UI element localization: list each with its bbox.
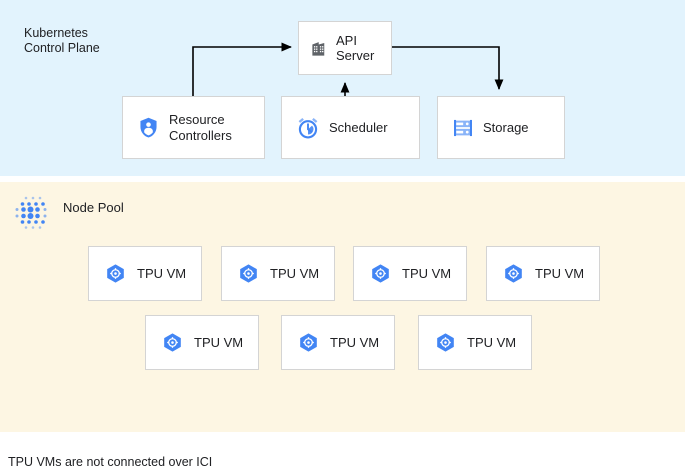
tpu-vm-box[interactable]: TPU VM: [145, 315, 259, 370]
tpu-vm-box[interactable]: TPU VM: [221, 246, 335, 301]
tpu-vm-label: TPU VM: [137, 265, 187, 281]
tpu-hexagon-gear-icon: [505, 264, 522, 283]
tpu-hexagon-gear-icon: [437, 333, 454, 352]
tpu-hexagon-gear-icon: [372, 264, 389, 283]
tpu-vm-label: TPU VM: [467, 334, 517, 350]
tpu-vm-label: TPU VM: [330, 334, 380, 350]
node-pool-title: Node Pool: [63, 200, 124, 215]
server-rack-icon: [454, 119, 472, 136]
api-server-box[interactable]: API Server: [298, 21, 392, 75]
tpu-hexagon-gear-icon: [300, 333, 317, 352]
tpu-vm-label: TPU VM: [194, 334, 244, 350]
storage-box[interactable]: Storage: [437, 96, 565, 159]
resource-controllers-box[interactable]: Resource Controllers: [122, 96, 265, 159]
building-icon: [312, 41, 325, 56]
api-server-label: API Server: [336, 32, 375, 64]
alarm-clock-icon: [298, 117, 318, 138]
tpu-vm-box[interactable]: TPU VM: [88, 246, 202, 301]
shield-person-icon: [140, 117, 157, 138]
tpu-vm-box[interactable]: TPU VM: [281, 315, 395, 370]
control-plane-title: Kubernetes Control Plane: [24, 26, 100, 55]
tpu-hexagon-gear-icon: [107, 264, 124, 283]
tpu-vm-box[interactable]: TPU VM: [486, 246, 600, 301]
node-pool-panel: [0, 182, 685, 432]
resource-controllers-label: Resource Controllers: [169, 112, 232, 143]
tpu-hexagon-gear-icon: [240, 264, 257, 283]
scheduler-box[interactable]: Scheduler: [281, 96, 420, 159]
tpu-vm-label: TPU VM: [270, 265, 320, 281]
scheduler-label: Scheduler: [329, 119, 388, 135]
node-pool-dots-icon: [15, 196, 47, 229]
tpu-vm-label: TPU VM: [535, 265, 585, 281]
storage-label: Storage: [483, 119, 529, 135]
tpu-hexagon-gear-icon: [164, 333, 181, 352]
tpu-vm-box[interactable]: TPU VM: [418, 315, 532, 370]
tpu-vm-box[interactable]: TPU VM: [353, 246, 467, 301]
tpu-vm-label: TPU VM: [402, 265, 452, 281]
diagram-caption: TPU VMs are not connected over ICI: [8, 455, 213, 469]
